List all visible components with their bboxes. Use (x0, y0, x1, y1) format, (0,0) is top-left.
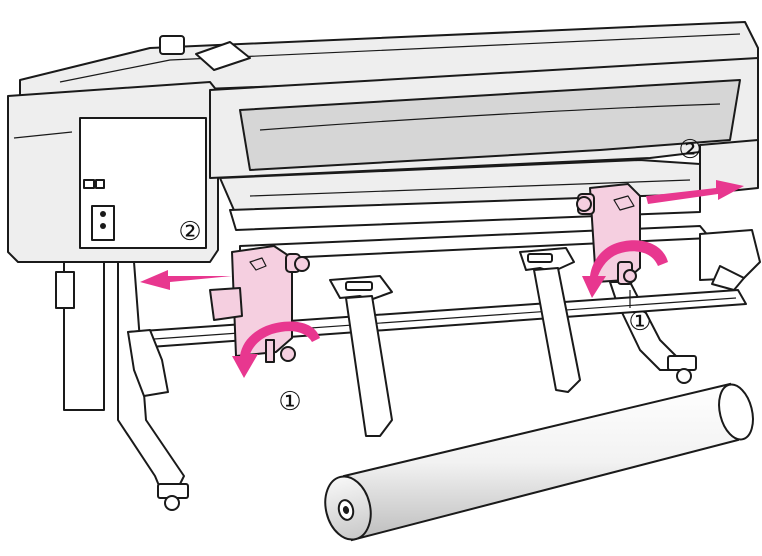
paper-roll (324, 382, 754, 542)
left-roll-holder (209, 245, 310, 363)
curved-rotate-arrow-icon-left (232, 321, 320, 378)
callout-step-1-left: ① (278, 387, 301, 417)
support-arms (329, 247, 581, 437)
callout-step-1-right: ① (628, 307, 651, 337)
curved-rotate-arrow-icon-right (582, 240, 668, 298)
printer-body (7, 21, 759, 263)
straight-move-arrow-icon-right (646, 180, 744, 204)
callout-step-2-left: ② (178, 217, 201, 247)
straight-move-arrow-icon-left (140, 270, 232, 290)
callout-step-2-right: ② (678, 135, 701, 165)
